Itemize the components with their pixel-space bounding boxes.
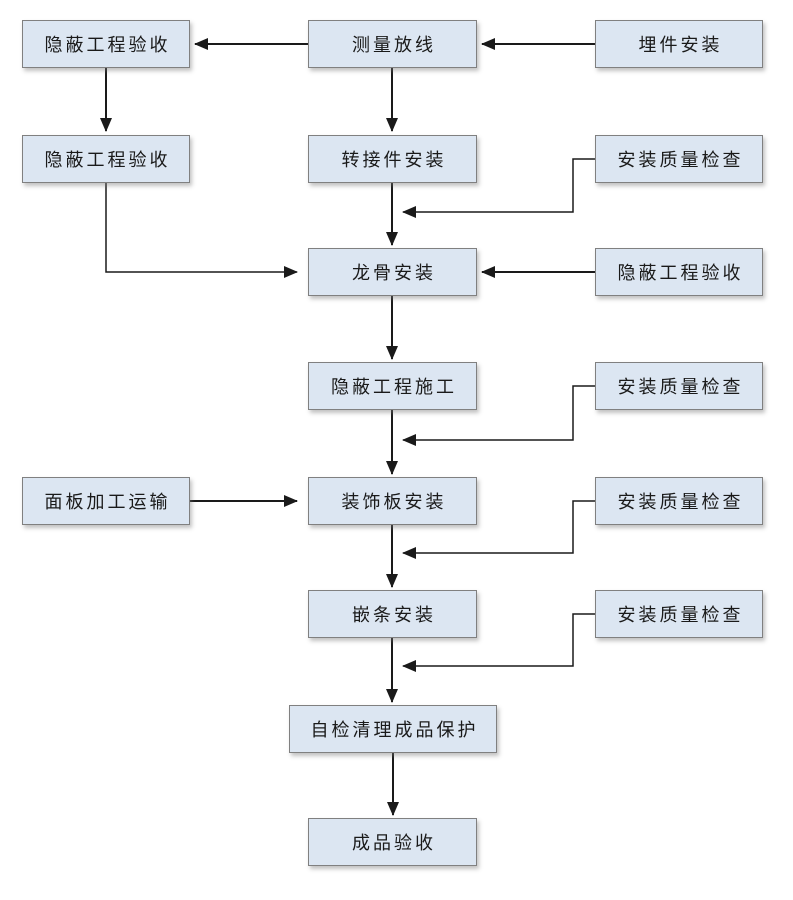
node-label: 安装质量检查 — [617, 605, 744, 626]
node-hidden-work-construction: 隐蔽工程施工 — [308, 362, 477, 410]
node-panel-process-transport: 面板加工运输 — [22, 477, 190, 525]
node-label: 隐蔽工程验收 — [617, 263, 744, 284]
edge-install-quality-check-3-to-inlay-strip-install — [402, 500, 595, 559]
edge-install-quality-check-2-to-decorative-panel-install — [402, 385, 595, 446]
node-keel-install: 龙骨安装 — [308, 248, 477, 296]
node-label: 埋件安装 — [638, 35, 723, 56]
node-label: 安装质量检查 — [617, 377, 744, 398]
node-label: 面板加工运输 — [44, 492, 171, 513]
node-label: 嵌条安装 — [352, 605, 436, 626]
node-adapter-install: 转接件安装 — [308, 135, 477, 183]
edge-hidden-work-accept-2-to-keel-install — [105, 183, 298, 278]
node-hidden-work-accept-2: 隐蔽工程验收 — [22, 135, 190, 183]
node-label: 隐蔽工程验收 — [44, 35, 171, 56]
node-label: 安装质量检查 — [617, 492, 744, 513]
node-install-quality-check-3: 安装质量检查 — [595, 477, 763, 525]
node-label: 自检清理成品保护 — [310, 720, 479, 741]
node-inlay-strip-install: 嵌条安装 — [308, 590, 477, 638]
node-label: 转接件安装 — [341, 150, 447, 171]
node-embedded-parts-install: 埋件安装 — [595, 20, 763, 68]
node-install-quality-check-4: 安装质量检查 — [595, 590, 763, 638]
edge-install-quality-check-1-to-keel-install — [402, 158, 595, 218]
node-hidden-work-accept-1: 隐蔽工程验收 — [22, 20, 190, 68]
node-install-quality-check-1: 安装质量检查 — [595, 135, 763, 183]
node-label: 成品验收 — [352, 833, 436, 854]
edge-install-quality-check-4-to-self-check-clean-protect — [402, 613, 595, 672]
node-label: 龙骨安装 — [352, 263, 436, 284]
node-survey-layout: 测量放线 — [308, 20, 477, 68]
node-label: 测量放线 — [352, 35, 436, 56]
node-label: 隐蔽工程验收 — [44, 150, 171, 171]
node-hidden-work-accept-3: 隐蔽工程验收 — [595, 248, 763, 296]
node-install-quality-check-2: 安装质量检查 — [595, 362, 763, 410]
node-finished-product-accept: 成品验收 — [308, 818, 477, 866]
node-label: 装饰板安装 — [341, 492, 447, 513]
node-label: 隐蔽工程施工 — [331, 377, 457, 398]
node-decorative-panel-install: 装饰板安装 — [308, 477, 477, 525]
node-label: 安装质量检查 — [617, 150, 744, 171]
node-self-check-clean-protect: 自检清理成品保护 — [289, 705, 497, 753]
